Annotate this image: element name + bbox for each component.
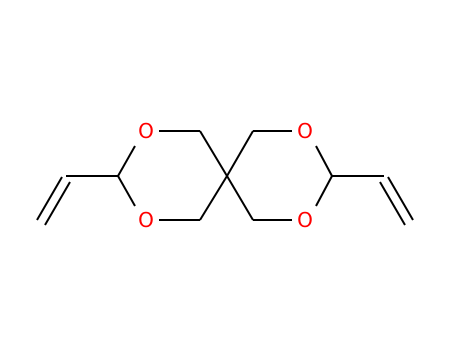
bond-spiro-ch2-top-right <box>226 130 254 177</box>
vinyl-left-double-bond-b <box>44 181 71 226</box>
bond-o4-c <box>315 175 333 207</box>
oxygen-atom-label: O <box>297 208 313 232</box>
bond-ch2-spiro-top-left <box>199 130 228 177</box>
bond-c-o2 <box>117 175 136 207</box>
bond-c-o1 <box>117 145 136 177</box>
bond-ch2-spiro-bottom-left <box>199 175 228 221</box>
vinyl-left-double-bond-a <box>36 176 63 221</box>
oxygen-atom-label: O <box>138 208 154 232</box>
vinyl-right-double-bond-b <box>387 176 414 221</box>
bond-o3-c <box>315 145 333 177</box>
oxygen-atom-label: O <box>297 119 313 143</box>
bond-spiro-ch2-bottom-right <box>226 175 254 221</box>
vinyl-right-double-bond-a <box>379 181 406 226</box>
oxygen-atom-label: O <box>138 119 154 143</box>
bonds <box>36 130 414 226</box>
atom-labels: O O O O <box>138 119 313 232</box>
